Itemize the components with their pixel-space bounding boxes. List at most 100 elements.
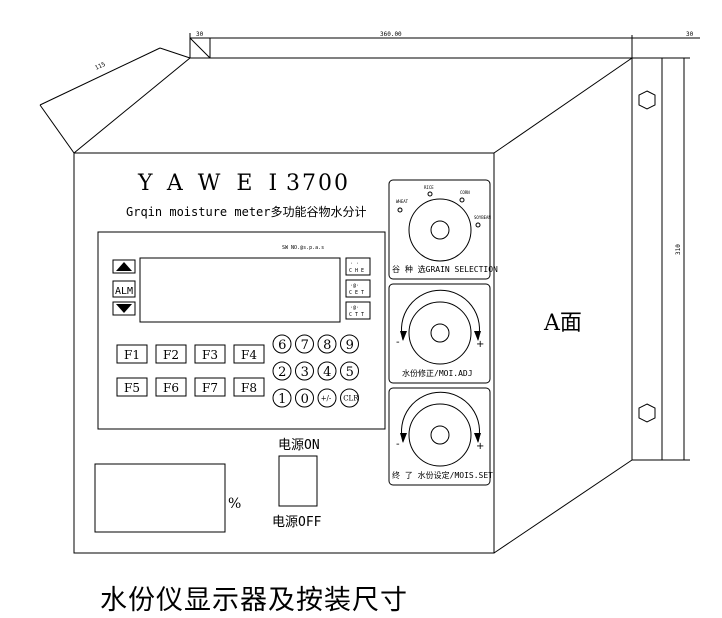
flange-bevel bbox=[189, 37, 211, 59]
arrow-left-icon bbox=[400, 331, 407, 341]
numpad-key[interactable]: 1 bbox=[272, 388, 292, 408]
grain-option-dot-3 bbox=[459, 197, 465, 203]
moisture-adjust-knob[interactable] bbox=[408, 301, 472, 365]
adjust-range-arc bbox=[401, 289, 480, 341]
function-key-label: F6 bbox=[163, 381, 179, 395]
function-key-label: F5 bbox=[124, 381, 140, 395]
function-key-f8[interactable]: F8 bbox=[233, 377, 265, 397]
numpad-key-label: 2 bbox=[278, 365, 286, 380]
lcd-screen bbox=[139, 257, 341, 323]
brand-name: YAWEI bbox=[137, 171, 293, 196]
indicator-top-text: ·@· bbox=[350, 283, 359, 289]
grain-option-corn: CORN bbox=[460, 190, 470, 195]
percent-sign: % bbox=[228, 496, 241, 512]
numpad-key-label: 3 bbox=[301, 365, 309, 380]
numpad-key[interactable]: 5 bbox=[340, 361, 359, 381]
set-knob-box bbox=[388, 387, 491, 486]
set-plus: + bbox=[476, 441, 484, 452]
bracket-hole-top bbox=[638, 90, 656, 110]
numpad-key[interactable]: 2 bbox=[272, 361, 292, 381]
panel-subtitle: Grqin moisture meter多功能谷物水分计 bbox=[126, 205, 367, 219]
grain-option-dot-2 bbox=[427, 191, 433, 197]
numpad-key-label: 1 bbox=[278, 392, 286, 407]
down-button[interactable] bbox=[112, 301, 136, 316]
top-edge-left bbox=[73, 57, 191, 154]
function-key-f7[interactable]: F7 bbox=[194, 377, 226, 397]
dim-top-right-text: 30 bbox=[686, 31, 694, 38]
function-key-label: F7 bbox=[202, 381, 218, 395]
model-number: 3700 bbox=[286, 171, 350, 196]
drawing-caption: 水份仪显示器及按装尺寸 bbox=[100, 585, 408, 616]
function-key-f1[interactable]: F1 bbox=[116, 344, 148, 364]
numpad-key[interactable]: 7 bbox=[295, 334, 314, 354]
grain-option-rice: RICE bbox=[424, 185, 434, 190]
function-key-f6[interactable]: F6 bbox=[155, 377, 187, 397]
moisture-set-knob[interactable] bbox=[408, 403, 472, 467]
function-key-f5[interactable]: F5 bbox=[116, 377, 148, 397]
numpad-key-label: 7 bbox=[301, 338, 309, 353]
arrow-left-icon bbox=[400, 433, 407, 443]
adjust-knob-label: 水份修正/MOI.ADJ bbox=[402, 368, 473, 378]
grain-option-dot-4 bbox=[475, 222, 481, 228]
indicator-top-text: ·@· bbox=[350, 305, 359, 311]
function-key-label: F8 bbox=[241, 381, 257, 395]
indicator-bottom-text: C H E bbox=[349, 268, 364, 274]
function-key-f2[interactable]: F2 bbox=[155, 344, 187, 364]
numpad-key[interactable]: 6 bbox=[272, 334, 292, 354]
power-on-label: 电源ON bbox=[278, 438, 320, 453]
grain-selector-box bbox=[388, 179, 491, 280]
indicator-2: ·@·C T T bbox=[345, 301, 371, 320]
dim-depth-text: 115 bbox=[94, 61, 107, 72]
numpad-key[interactable]: 3 bbox=[295, 361, 314, 381]
front-panel-outline bbox=[73, 152, 495, 554]
numpad-key[interactable]: 9 bbox=[340, 334, 359, 354]
arrow-right-icon bbox=[474, 331, 481, 341]
alm-button[interactable]: ALM bbox=[112, 280, 136, 298]
numpad-key[interactable]: +/- bbox=[317, 388, 337, 408]
numpad-key-label: 6 bbox=[278, 338, 286, 353]
mounting-bracket bbox=[631, 57, 663, 461]
triangle-up-icon bbox=[116, 262, 132, 271]
grain-selector-label: 谷 种 选GRAIN SELECTION bbox=[392, 264, 498, 274]
set-range-arc bbox=[401, 391, 480, 443]
function-key-f3[interactable]: F3 bbox=[194, 344, 226, 364]
dim-right-height-text: 310 bbox=[675, 244, 682, 255]
bracket-hole-bottom bbox=[638, 403, 656, 423]
depth-dim-ext-2 bbox=[159, 47, 191, 59]
percentage-display bbox=[94, 463, 226, 533]
numpad-key[interactable]: CLR bbox=[340, 388, 360, 408]
numpad-key-label: 9 bbox=[346, 338, 354, 353]
power-off-label: 电源OFF bbox=[272, 515, 322, 530]
side-a-label: A面 bbox=[543, 311, 582, 336]
arrow-right-icon bbox=[474, 433, 481, 443]
numpad-key-label: 4 bbox=[323, 365, 331, 380]
grain-option-wheat: WHEAT bbox=[396, 199, 409, 204]
function-key-label: F3 bbox=[202, 348, 218, 362]
depth-dim-line bbox=[39, 47, 161, 106]
set-knob-label: 终 了 水份设定/MOIS.SET bbox=[392, 470, 493, 480]
numpad-key[interactable]: 0 bbox=[295, 388, 314, 408]
up-button[interactable] bbox=[112, 259, 136, 274]
numpad-key[interactable]: 8 bbox=[317, 334, 337, 354]
adjust-plus: + bbox=[476, 339, 484, 350]
grain-option-dot-1 bbox=[397, 207, 403, 213]
indicator-bottom-text: C E T bbox=[349, 290, 364, 296]
indicator-group: · ·C H E·@·C E T·@·C T T bbox=[345, 257, 371, 320]
numpad-key-label: 5 bbox=[346, 365, 354, 380]
dim-top-middle-text: 360.00 bbox=[380, 31, 402, 38]
indicator-1: ·@·C E T bbox=[345, 279, 371, 298]
indicator-top-text: · · bbox=[350, 261, 359, 267]
grain-option-soybean: SOYBEAN bbox=[474, 215, 491, 220]
grain-selector-knob[interactable] bbox=[408, 198, 472, 262]
depth-dim-ext-1 bbox=[39, 104, 75, 154]
set-minus: - bbox=[396, 439, 400, 450]
numpad-key-label: CLR bbox=[343, 395, 359, 403]
numpad-key[interactable]: 4 bbox=[317, 361, 337, 381]
function-key-f4[interactable]: F4 bbox=[233, 344, 265, 364]
triangle-down-icon bbox=[116, 304, 132, 313]
power-switch[interactable] bbox=[278, 455, 318, 507]
numpad-key-label: 0 bbox=[301, 392, 309, 407]
